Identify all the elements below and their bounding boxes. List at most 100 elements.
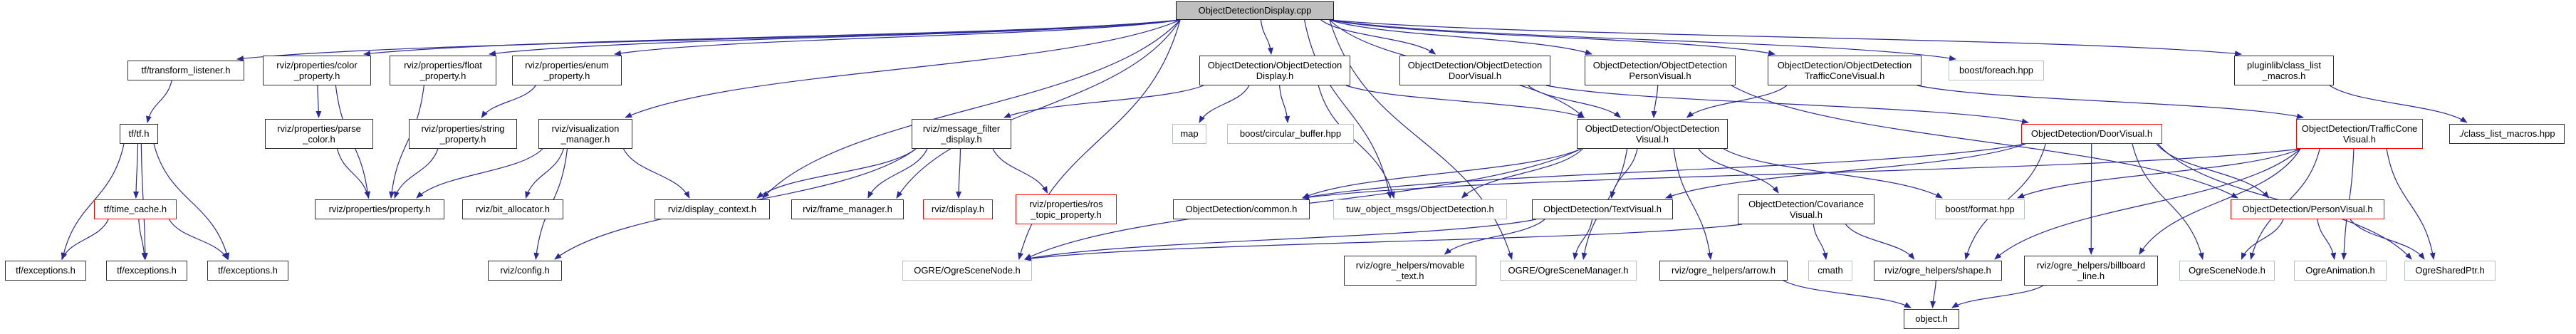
edge-root-to-float-property [489,19,1181,56]
edge-root-to-frame-manager [896,19,1181,199]
node-textvisual[interactable]: ObjectDetection/TextVisual.h [1532,199,1673,219]
edge-tf-transform-listener-to-tf-tf [146,80,172,123]
node-label-line: Display.h [1256,71,1294,81]
node-enum-property[interactable]: rviz/properties/enum_property.h [512,56,622,85]
edge-root-to-enum-property [614,19,1181,56]
node-message-filter-display[interactable]: rviz/message_filter_display.h [912,119,1011,149]
edge-textvisual-to-ogre-scenemanager [1573,219,1593,260]
node-label-line: tf/transform_listener.h [141,65,231,76]
node-tf-exceptions-2[interactable]: tf/exceptions.h [106,261,187,281]
node-map: map [1172,124,1206,144]
node-label-line: tf/exceptions.h [218,265,278,276]
node-billboard-line[interactable]: rviz/ogre_helpers/billboard_line.h [2024,256,2158,286]
edge-doorvisual-to-personvisual [2156,143,2270,199]
node-label-line: Visual.h [1789,209,1823,220]
edge-personvisual-to-ogre-sharedptr [2350,219,2425,260]
node-pluginlib-class-list-macros[interactable]: pluginlib/class_list_macros.h [2234,56,2334,85]
edge-parse-color-to-property [336,148,370,199]
node-color-property[interactable]: rviz/properties/color_property.h [263,56,371,85]
node-label-line: rviz/properties/enum [525,59,609,71]
node-parse-color[interactable]: rviz/properties/parse_color.h [265,119,373,149]
node-display[interactable]: rviz/display.h [923,199,993,219]
edge-od-display-h-to-circular-buffer [1279,85,1290,123]
node-label-line: rviz/message_filter [922,122,1001,134]
node-label-line: ObjectDetection/ObjectDetection [1207,59,1342,71]
edge-personvisual-to-ogre-animation [2317,219,2337,260]
node-personvisual[interactable]: ObjectDetection/PersonVisual.h [2231,199,2384,219]
node-shape[interactable]: rviz/ogre_helpers/shape.h [1874,261,2002,281]
edge-textvisual-to-ogre-scenenode-caps [1024,219,1537,261]
edge-color-property-to-parse-color [316,85,322,118]
node-config[interactable]: rviz/config.h [488,261,562,281]
node-label-line: ./class_list_macros.hpp [2458,128,2555,140]
node-label-line: boost/format.hpp [1945,204,2015,215]
node-frame-manager[interactable]: rviz/frame_manager.h [791,199,904,219]
node-ogre-animation: OgreAnimation.h [2294,261,2387,281]
node-label-line: rviz/ogre_helpers/movable [1355,259,1465,271]
node-display-context[interactable]: rviz/display_context.h [655,199,770,219]
node-bit-allocator[interactable]: rviz/bit_allocator.h [462,199,563,219]
edge-od-trafficconevisual-h-to-od-visual-h [1686,85,1788,118]
edge-od-visual-h-to-covariance [1698,148,1779,194]
edge-message-filter-display-to-ros-topic-property [992,148,1048,194]
node-label-line: rviz/bit_allocator.h [475,204,551,215]
node-label-line: _manager.h [560,134,610,145]
node-tuw-object-msgs: tuw_object_msgs/ObjectDetection.h [1333,199,1507,219]
node-common[interactable]: ObjectDetection/common.h [1173,199,1310,219]
edge-trafficconevisual-to-boost-format [2017,148,2301,199]
node-class-list-macros-hpp[interactable]: ./class_list_macros.hpp [2449,124,2565,144]
edge-covariance-to-ogre-scenenode-caps [1024,224,1743,261]
node-ros-topic-property[interactable]: rviz/properties/ros_topic_property.h [1016,194,1117,224]
edge-od-display-h-to-od-visual-h [1345,85,1585,118]
node-label-line: tf/tf.h [128,128,150,140]
node-circular-buffer: boost/circular_buffer.hpp [1227,124,1354,144]
node-label-line: ObjectDetection/TextVisual.h [1543,204,1662,215]
node-float-property[interactable]: rviz/properties/float_property.h [390,56,496,85]
node-label-line: Visual.h [2342,134,2376,145]
edge-doorvisual-to-billboard-line [2088,143,2095,255]
edge-od-display-h-to-map [1199,85,1250,123]
node-label-line: ObjectDetection/PersonVisual.h [2242,204,2373,215]
node-visualization-manager[interactable]: rviz/visualization_manager.h [538,119,632,149]
node-root: ObjectDetectionDisplay.cpp [1176,1,1334,20]
edge-od-trafficconevisual-h-to-trafficconevisual [1917,85,2304,120]
node-label-line: rviz/display.h [931,204,985,215]
node-label-line: OGRE/OgreSceneManager.h [1508,265,1629,276]
node-movable-text[interactable]: rviz/ogre_helpers/movable_text.h [1344,256,1476,286]
node-label-line: _property.h [439,134,486,145]
node-label-line: rviz/frame_manager.h [803,204,892,215]
edge-message-filter-display-to-display-context [756,148,917,199]
node-label-line: tf/exceptions.h [16,265,75,276]
edge-root-to-boost-foreach [1329,19,1956,61]
edge-root-to-visualization-manager [625,19,1181,118]
node-arrow[interactable]: rviz/ogre_helpers/arrow.h [1659,261,1788,281]
edge-visualization-manager-to-bit-allocator [525,148,564,199]
node-label-line: _line.h [2077,271,2105,281]
node-label-line: Visual.h [1635,134,1669,145]
node-label-line: DoorVisual.h [1448,71,1502,81]
node-tf-transform-listener[interactable]: tf/transform_listener.h [127,61,244,80]
node-tf-exceptions-1[interactable]: tf/exceptions.h [5,261,86,281]
node-label-line: rviz/properties/ros [1029,198,1103,209]
node-tf-tf[interactable]: tf/tf.h [120,124,158,144]
node-label-line: tf/time_cache.h [103,204,167,215]
node-label-line: ObjectDetection/ObjectDetection [1592,59,1728,71]
node-doorvisual[interactable]: ObjectDetection/DoorVisual.h [2021,124,2162,144]
node-object-h[interactable]: object.h [1904,309,1959,329]
edge-od-doorvisual-h-to-od-visual-h [1528,85,1621,118]
node-property[interactable]: rviz/properties/property.h [315,199,444,219]
edge-covariance-to-cmath [1813,224,1828,260]
node-tf-exceptions-3[interactable]: tf/exceptions.h [207,261,288,281]
node-time-cache[interactable]: tf/time_cache.h [94,199,177,219]
edge-od-personvisual-h-to-od-visual-h [1651,85,1659,118]
edge-doorvisual-to-textvisual [1665,143,2026,199]
node-boost-foreach: boost/foreach.hpp [1949,61,2044,80]
node-string-property[interactable]: rviz/properties/string_property.h [409,119,517,149]
